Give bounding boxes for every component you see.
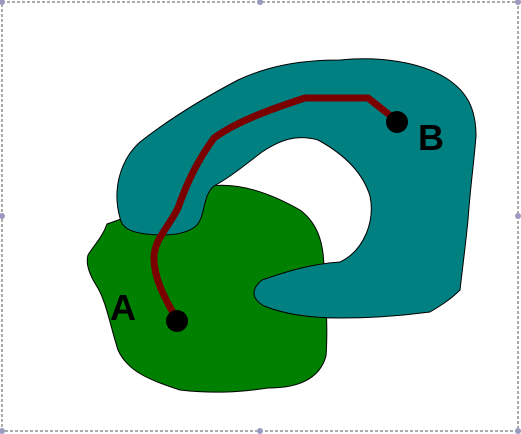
handle-middle-left[interactable]: [0, 213, 5, 219]
point-b-label: B: [418, 117, 444, 158]
handle-top-right[interactable]: [515, 0, 521, 5]
handle-top-center[interactable]: [257, 0, 263, 5]
point-b-marker: [386, 111, 408, 133]
handle-middle-right[interactable]: [515, 213, 521, 219]
handle-top-left[interactable]: [0, 0, 5, 5]
handle-bottom-right[interactable]: [515, 428, 521, 434]
point-a-label: A: [110, 287, 136, 328]
green-region: [86, 184, 328, 393]
handle-bottom-center[interactable]: [257, 428, 263, 434]
handle-bottom-left[interactable]: [0, 428, 5, 434]
point-a-marker: [166, 310, 188, 332]
path-a-to-b: [150, 94, 400, 322]
